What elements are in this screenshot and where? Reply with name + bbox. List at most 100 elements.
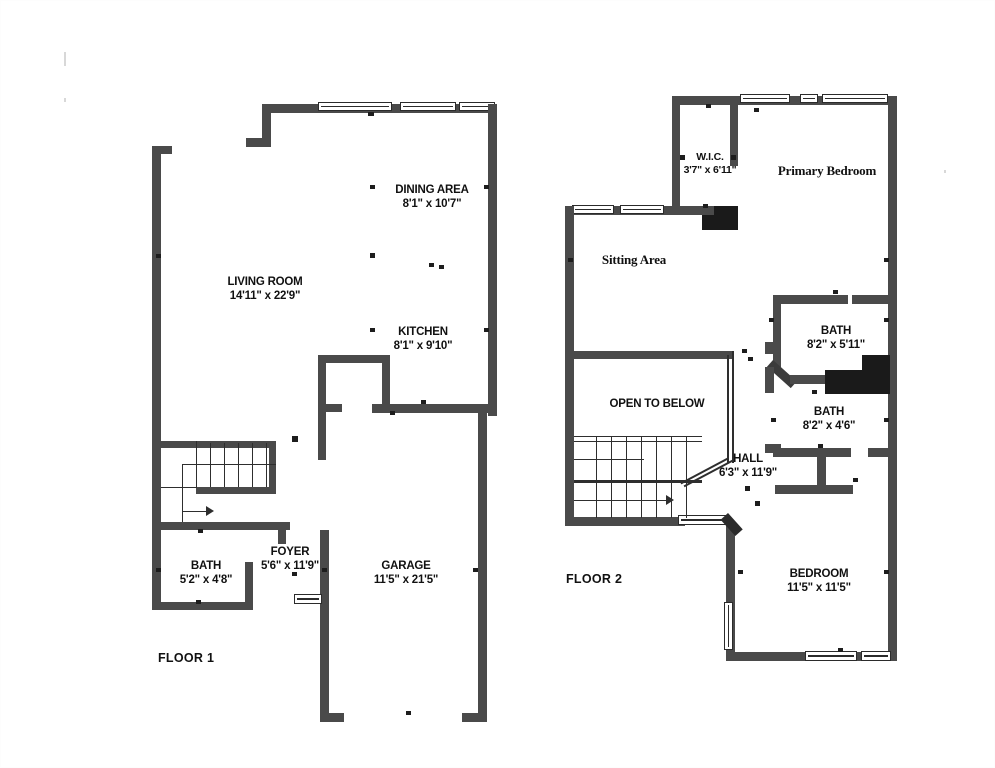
f2-tick-m [812, 390, 817, 394]
f2-stair-tread-5 [671, 436, 673, 518]
f1-stair-direction-arrow [206, 506, 214, 516]
f2-stair-tread-6 [686, 436, 688, 518]
f2-stair-tread-2 [626, 436, 628, 518]
f2-rail-vertical-2 [727, 355, 729, 463]
f1-wall-top-jog-vert [262, 104, 271, 146]
f1-tick-e [370, 253, 375, 258]
f2-stair-tread-4 [656, 436, 658, 518]
f1-wall-bath-jamb [278, 530, 286, 544]
f1-tick-a [368, 112, 374, 116]
floor-1-label: FLOOR 1 [158, 651, 215, 665]
speck-2 [64, 98, 66, 102]
room-label-garage: GARAGE 11'5" x 21'5" [373, 560, 439, 587]
f1-wall-bath-top [161, 522, 281, 530]
f2-wall-open-bottom [565, 517, 685, 526]
f1-stair-winder-top [182, 464, 197, 466]
f2-tick-q [853, 478, 858, 482]
f1-tick-n [292, 572, 297, 576]
f1-foyer-entry-door [294, 594, 322, 604]
f1-wall-garage-right [478, 523, 487, 713]
f2-tick-s [755, 501, 760, 506]
room-label-primary-bedroom: Primary Bedroom [777, 163, 877, 178]
f2-window-sitting-a [572, 205, 614, 214]
f2-tick-o [884, 418, 889, 422]
f1-tick-c [484, 185, 489, 189]
f2-tick-v [838, 648, 843, 652]
f1-tick-q [473, 568, 478, 572]
f1-stair-landing-line [196, 464, 276, 466]
room-label-bath-2: BATH 8'2" x 5'11" [806, 325, 866, 352]
f1-wall-stair-top [161, 441, 276, 448]
room-label-living-room: LIVING ROOM 14'11" x 22'9" [227, 276, 303, 303]
f2-window-primary-c [822, 94, 888, 103]
room-label-hall: HALL 6'3" x 11'9" [718, 453, 778, 480]
f1-tick-p [196, 600, 201, 604]
f2-stair-tread-3 [641, 436, 643, 518]
f1-tick-k [390, 411, 395, 415]
f2-stair-tread-1 [611, 436, 613, 518]
f1-window-dining-right-a [400, 102, 456, 111]
f1-wall-kitchen-closet-left [318, 355, 326, 460]
f1-wall-stair-right [269, 441, 276, 494]
f2-tick-h [833, 290, 838, 294]
f2-stair-landing-line [574, 459, 644, 461]
f2-tick-l [748, 357, 753, 361]
room-label-dining-area: DINING AREA 8'1" x 10'7" [395, 184, 469, 211]
f1-tick-j [421, 400, 426, 404]
f1-wall-garage-left-foot [320, 713, 344, 722]
f2-tick-c [680, 155, 685, 160]
f1-tick-d [156, 254, 161, 258]
f2-tick-d [731, 155, 736, 160]
room-label-wic: W.I.C. 3'7" x 6'11" [683, 151, 737, 176]
f2-wall-bath2-left [773, 295, 781, 367]
f2-stair-rail-mid [574, 480, 702, 483]
f2-wall-bath3-lower [775, 485, 853, 494]
room-label-kitchen: KITCHEN 8'1" x 9'10" [393, 326, 453, 353]
f2-wall-bath3-divider [817, 453, 826, 493]
f2-bath-block-b [825, 370, 890, 394]
f2-tick-n [771, 418, 776, 422]
f1-tick-g [439, 265, 444, 269]
f2-tick-j [884, 318, 889, 322]
f2-wall-open-top [574, 351, 734, 359]
f2-tick-k [742, 349, 747, 353]
floor-2-label: FLOOR 2 [566, 572, 623, 586]
f1-wall-kitchen-closet-top [318, 355, 390, 363]
f2-rail-vertical [732, 351, 734, 463]
f1-wall-garage-right-foot [462, 713, 487, 722]
f2-wall-bath3-bottom-nub [765, 444, 781, 453]
f2-wall-wic-right [730, 104, 738, 166]
f2-wall-bath2-left-nub [765, 342, 775, 354]
f1-tick-o [322, 568, 327, 572]
f1-wall-bath-right [245, 562, 253, 610]
f2-wall-bath2-top-a [773, 295, 848, 304]
f1-wall-kitchen-closet-nub [326, 404, 342, 412]
f2-stair-arrow-shaft [574, 500, 670, 502]
f2-tick-u [884, 570, 889, 574]
f2-window-bedroom-left [724, 602, 733, 650]
f2-window-bedroom-bottom-a [805, 651, 857, 661]
room-label-foyer: FOYER 5'6" x 11'9" [260, 546, 320, 573]
room-label-bedroom-2: BEDROOM 11'5" x 11'5" [787, 568, 851, 595]
f2-tick-t [738, 570, 743, 574]
f1-wall-left [152, 146, 161, 610]
f2-wall-bath3-right-stub [868, 448, 890, 457]
f2-wall-bedroom-left [726, 525, 735, 660]
f1-wall-foyer-right [320, 530, 329, 722]
f1-tick-stair [292, 436, 298, 442]
f2-tick-f [568, 258, 573, 262]
f1-stair-winder-mid [161, 487, 197, 489]
speck-1 [64, 52, 66, 66]
f1-wall-kitchen-closet-right [382, 355, 390, 408]
f2-window-sitting-b [620, 205, 664, 214]
f1-tick-r [406, 711, 411, 715]
f2-tick-i [769, 318, 774, 322]
f1-wall-right [488, 104, 497, 416]
f1-tick-i [484, 328, 489, 332]
f2-wall-right [888, 96, 897, 661]
f1-window-dining-left [318, 102, 392, 111]
room-label-sitting-area: Sitting Area [601, 252, 667, 267]
f2-wall-wic-left [672, 96, 680, 214]
room-label-bath-3: BATH 8'2" x 4'6" [802, 406, 856, 433]
